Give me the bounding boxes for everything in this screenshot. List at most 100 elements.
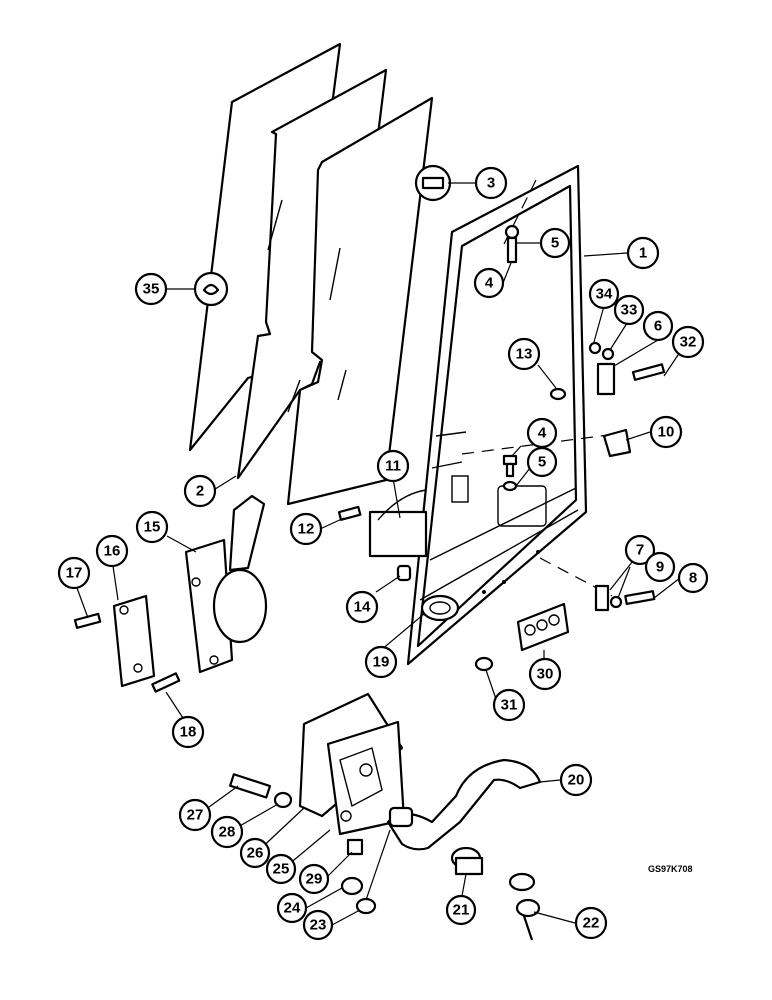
- svg-text:7: 7: [636, 542, 644, 559]
- lock-barrel-21: [450, 846, 484, 876]
- bolt-top: [504, 224, 520, 264]
- callout-11: 11: [376, 449, 410, 483]
- callout-25: 25: [265, 853, 297, 885]
- svg-text:22: 22: [583, 915, 600, 932]
- lock-nut-29: [346, 838, 364, 856]
- callout-24: 24: [276, 892, 308, 924]
- clip-detail-35: [193, 271, 229, 307]
- svg-text:1: 1: [639, 245, 647, 262]
- callout-32: 32: [671, 325, 705, 359]
- svg-text:6: 6: [654, 318, 662, 335]
- seal-detail-3: [414, 164, 452, 202]
- svg-text:29: 29: [306, 871, 323, 888]
- svg-text:31: 31: [501, 697, 518, 714]
- switch-panel-30: [516, 602, 570, 652]
- plug-13: [549, 387, 567, 401]
- grommet-31: [474, 656, 494, 672]
- clip-10: [602, 428, 632, 458]
- door-check-15: [184, 494, 268, 674]
- svg-text:20: 20: [568, 772, 585, 789]
- svg-text:16: 16: [104, 543, 121, 560]
- svg-text:4: 4: [538, 425, 547, 442]
- callout-7: 7: [624, 534, 656, 566]
- handle-recess-19: [420, 594, 460, 622]
- bracket-11: [368, 489, 428, 558]
- callout-15: 15: [135, 510, 169, 544]
- svg-text:23: 23: [310, 917, 327, 934]
- bolt-middle: [502, 454, 518, 492]
- callout-17: 17: [57, 556, 91, 590]
- callout-29: 29: [298, 863, 330, 895]
- callout-34: 34: [588, 278, 620, 310]
- callout-4-middle: 4: [526, 417, 558, 449]
- svg-text:21: 21: [453, 902, 470, 919]
- callout-18: 18: [171, 715, 205, 749]
- keys-22: [508, 872, 541, 941]
- callout-6: 6: [642, 310, 674, 342]
- svg-text:8: 8: [689, 570, 697, 587]
- screw-12: [337, 505, 362, 521]
- outer-handle-20: [386, 758, 542, 851]
- washer-28: [273, 791, 293, 809]
- callout-35: 35: [134, 272, 168, 306]
- callout-10: 10: [649, 415, 683, 449]
- callout-19: 19: [364, 645, 398, 679]
- washer-23: [355, 897, 377, 915]
- glass-panel-front: [286, 96, 434, 506]
- callout-2: 2: [183, 474, 217, 508]
- svg-text:5: 5: [551, 235, 559, 252]
- svg-text:12: 12: [298, 521, 315, 538]
- svg-text:10: 10: [658, 424, 675, 441]
- svg-text:18: 18: [180, 724, 197, 741]
- svg-text:30: 30: [537, 666, 554, 683]
- svg-text:24: 24: [284, 900, 301, 917]
- callout-13: 13: [507, 337, 541, 371]
- svg-text:3: 3: [487, 175, 495, 192]
- bolt-32: [631, 363, 666, 381]
- callout-5-middle: 5: [526, 446, 558, 478]
- callout-27: 27: [178, 798, 212, 832]
- hinge: [588, 341, 616, 396]
- callout-30: 30: [528, 657, 562, 691]
- svg-text:33: 33: [621, 302, 638, 319]
- svg-text:25: 25: [273, 861, 290, 878]
- svg-text:14: 14: [354, 599, 371, 616]
- svg-text:2: 2: [196, 483, 204, 500]
- callout-4-top: 4: [473, 267, 505, 299]
- svg-text:28: 28: [219, 824, 236, 841]
- svg-text:35: 35: [143, 281, 160, 298]
- svg-text:13: 13: [516, 346, 533, 363]
- callout-1: 1: [626, 236, 660, 270]
- svg-text:17: 17: [66, 565, 83, 582]
- svg-text:15: 15: [144, 519, 161, 536]
- svg-text:4: 4: [485, 275, 494, 292]
- callout-21: 21: [445, 894, 477, 926]
- callout-5-top: 5: [539, 227, 571, 259]
- striker-7: [594, 584, 656, 612]
- svg-text:32: 32: [680, 334, 697, 351]
- callout-22: 22: [574, 906, 608, 940]
- callout-33: 33: [613, 294, 645, 326]
- callout-16: 16: [95, 534, 129, 568]
- svg-text:27: 27: [187, 807, 204, 824]
- drawing-reference-code: GS97K708: [648, 864, 693, 874]
- svg-text:19: 19: [373, 654, 390, 671]
- callout-9: 9: [644, 551, 676, 583]
- svg-text:26: 26: [247, 845, 264, 862]
- callout-26: 26: [239, 837, 271, 869]
- callout-12: 12: [289, 512, 323, 546]
- bolt-18: [151, 672, 181, 693]
- svg-text:34: 34: [596, 286, 613, 303]
- callout-14: 14: [345, 590, 379, 624]
- callout-8: 8: [677, 562, 709, 594]
- svg-text:11: 11: [385, 458, 401, 475]
- bolt-27: [229, 773, 272, 799]
- callout-20: 20: [559, 763, 593, 797]
- callout-31: 31: [492, 688, 526, 722]
- callout-3: 3: [474, 166, 508, 200]
- svg-text:9: 9: [656, 559, 664, 576]
- latch-plate-16: [112, 594, 156, 688]
- plug-14: [396, 564, 412, 582]
- callout-28: 28: [210, 815, 244, 849]
